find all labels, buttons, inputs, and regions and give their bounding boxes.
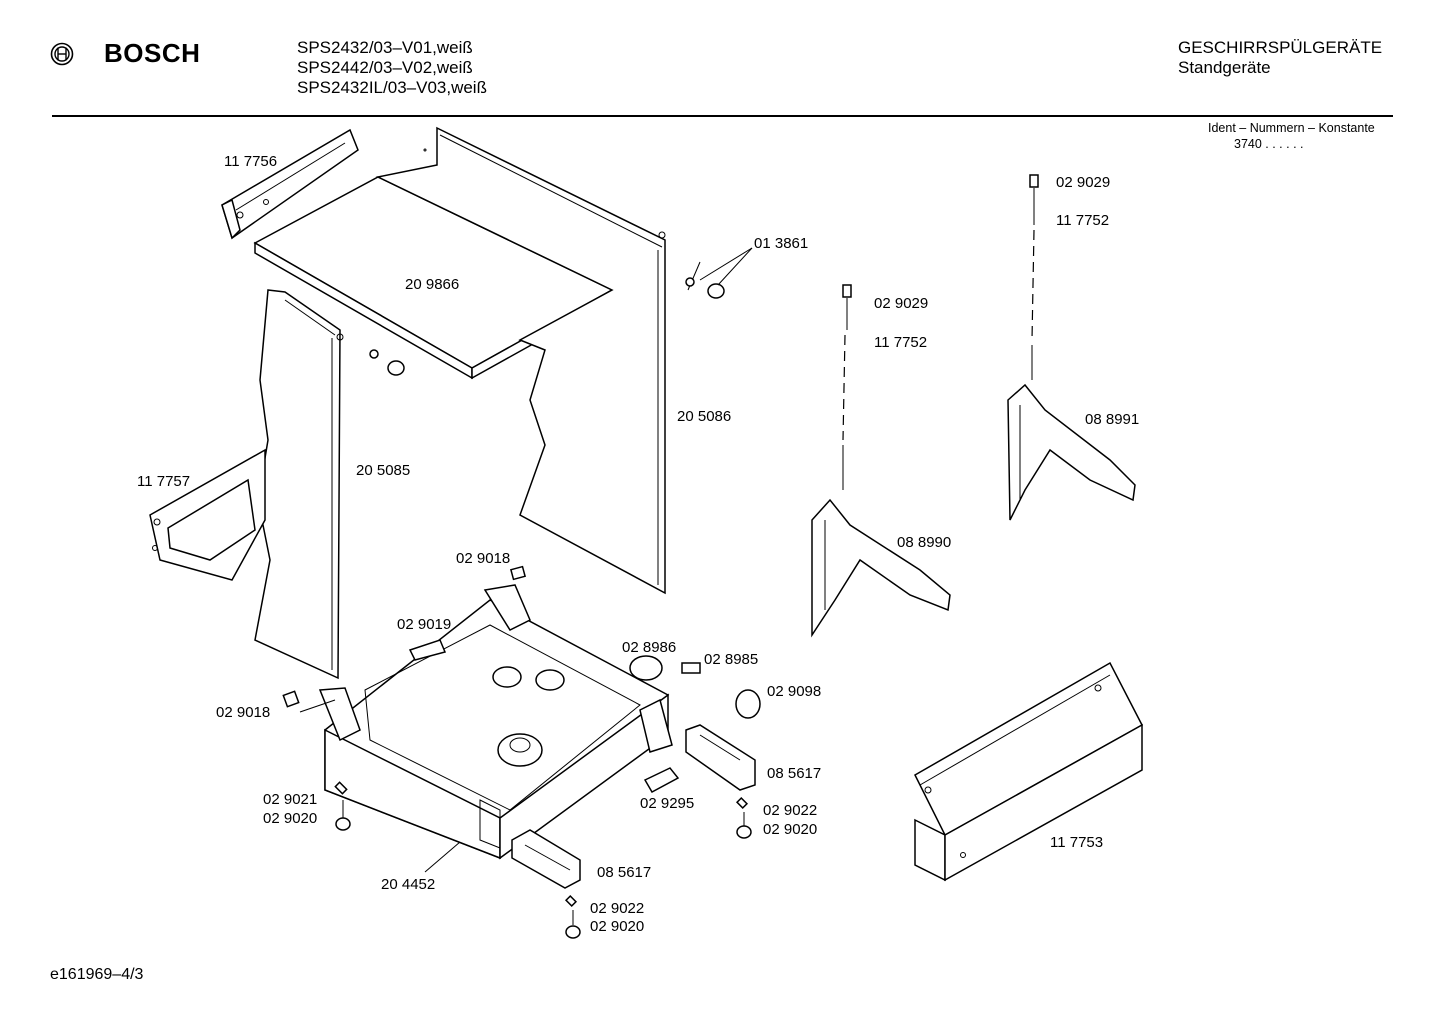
part-label: 11 7752 xyxy=(1056,212,1109,229)
kick-plate-rail xyxy=(914,661,1143,882)
part-label: 02 9021 xyxy=(263,791,317,808)
part-label: 02 9022 xyxy=(763,802,817,819)
part-label: 11 7757 xyxy=(137,473,190,490)
header-divider xyxy=(52,115,1393,117)
model-line: SPS2432/03–V01,weiß xyxy=(297,38,473,57)
model-list: SPS2432/03–V01,weiß SPS2442/03–V02,weiß … xyxy=(297,38,487,98)
part-label: 11 7753 xyxy=(1050,834,1103,851)
part-label: 20 4452 xyxy=(381,876,435,893)
part-label: 11 7752 xyxy=(874,334,927,351)
part-label: 02 9020 xyxy=(763,821,817,838)
category-title: GESCHIRRSPÜLGERÄTE xyxy=(1178,38,1383,57)
part-label: 08 8990 xyxy=(897,534,951,551)
part-label: 02 9018 xyxy=(216,704,270,721)
part-label: 02 9029 xyxy=(874,295,928,312)
mounting-block xyxy=(685,724,756,791)
base-frame xyxy=(318,584,673,860)
part-label: 02 9098 xyxy=(767,683,821,700)
part-label: 02 9018 xyxy=(456,550,510,567)
part-label: 02 9020 xyxy=(590,918,644,935)
part-label: 02 9022 xyxy=(590,900,644,917)
part-label: 11 7756 xyxy=(224,153,277,170)
mounting-block-2 xyxy=(511,829,581,889)
door-hinge-right xyxy=(1007,174,1136,521)
part-label: 08 5617 xyxy=(767,765,821,782)
front-rail-part xyxy=(149,448,266,581)
door-hinge-left xyxy=(811,284,951,638)
part-label: 02 9019 xyxy=(397,616,451,633)
part-label: 20 5085 xyxy=(356,462,410,479)
part-labels: 11 7756 20 9866 01 3861 20 5086 20 5085 … xyxy=(137,153,1139,935)
part-label: 20 5086 xyxy=(677,408,731,425)
part-label: 02 9029 xyxy=(1056,174,1110,191)
model-line: SPS2432IL/03–V03,weiß xyxy=(297,78,487,97)
adjustable-foot-2 xyxy=(735,796,752,839)
screw-and-cap-2 xyxy=(369,349,405,376)
brand-name: BOSCH xyxy=(104,38,201,68)
part-label: 02 8985 xyxy=(704,651,758,668)
logo: BOSCH xyxy=(50,38,200,69)
model-line: SPS2442/03–V02,weiß xyxy=(297,58,473,77)
back-side-panel xyxy=(375,126,666,595)
part-label: 08 5617 xyxy=(597,864,651,881)
document-code: e161969–4/3 xyxy=(50,966,144,983)
side-panel xyxy=(254,289,344,680)
ident-value: 3740 . . . . . . xyxy=(1234,137,1304,151)
screw-and-cap xyxy=(685,247,753,299)
part-label: 02 9295 xyxy=(640,795,694,812)
part-label: 02 9020 xyxy=(263,810,317,827)
adjustable-foot xyxy=(334,781,351,831)
part-label: 20 9866 xyxy=(405,276,459,293)
part-label: 01 3861 xyxy=(754,235,808,252)
part-label: 02 8986 xyxy=(622,639,676,656)
category-subtitle: Standgeräte xyxy=(1178,58,1271,77)
small-clip-parts xyxy=(282,565,761,719)
connector-block xyxy=(643,767,680,794)
part-label: 08 8991 xyxy=(1085,411,1139,428)
bosch-armature-icon xyxy=(50,42,74,65)
rail-part xyxy=(221,128,359,240)
leader-lines xyxy=(299,699,461,873)
ident-label: Ident – Nummern – Konstante xyxy=(1208,121,1375,135)
adjustable-foot-3 xyxy=(564,894,581,939)
